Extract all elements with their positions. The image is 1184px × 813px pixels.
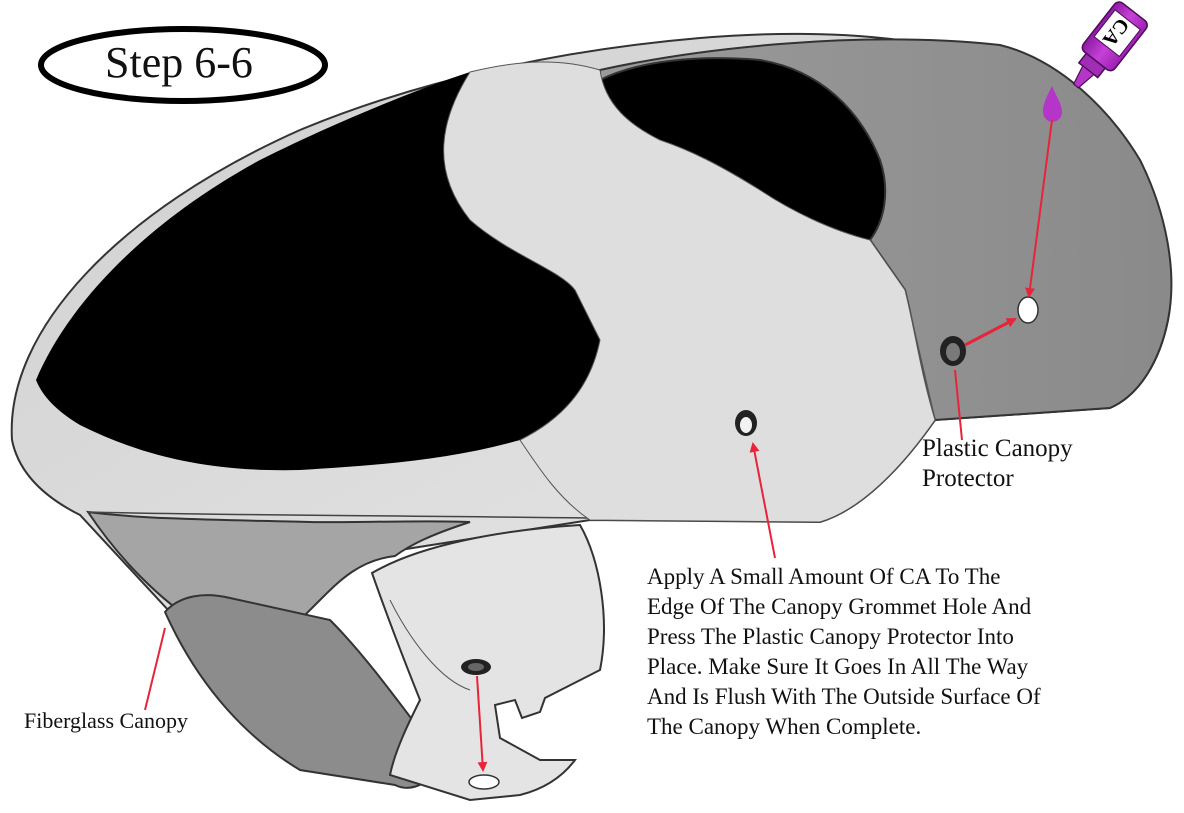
instruction-line: The Canopy When Complete. [647,712,1041,742]
grommet-hole-side [1018,297,1038,323]
grommet-bottom [461,659,491,675]
instruction-line: Apply A Small Amount Of CA To The [647,562,1041,592]
instruction-text: Apply A Small Amount Of CA To The Edge O… [647,562,1041,742]
plastic-canopy-protector-label: Plastic Canopy Protector [922,434,1073,494]
plastic-canopy-protector-label-line2: Protector [922,464,1073,494]
ca-bottle: CA [1060,0,1149,98]
fiberglass-canopy-label: Fiberglass Canopy [24,708,188,734]
instruction-line: Edge Of The Canopy Grommet Hole And [647,592,1041,622]
step-title: Step 6-6 [105,37,253,88]
instruction-line: Place. Make Sure It Goes In All The Way [647,652,1041,682]
plastic-canopy-protector-label-line1: Plastic Canopy [922,434,1073,464]
instruction-line: Press The Plastic Canopy Protector Into [647,622,1041,652]
leader-fiberglass-canopy [145,628,165,710]
grommet-side [940,336,966,366]
grommet-hole-bottom [469,775,499,789]
instruction-line: And Is Flush With The Outside Surface Of [647,682,1041,712]
grommet-front [735,410,757,436]
